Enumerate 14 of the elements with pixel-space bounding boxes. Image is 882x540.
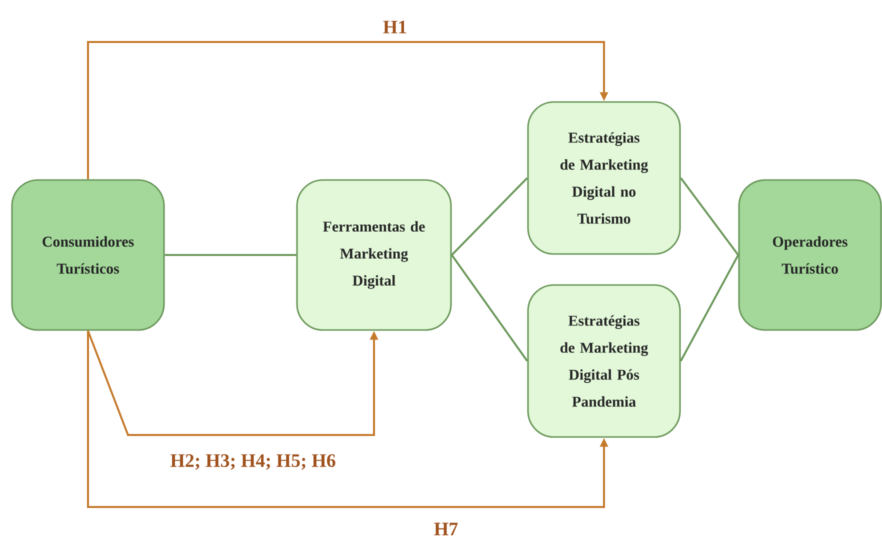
connector-line [451, 254, 528, 362]
rounded-box: Operadores Turístico [738, 179, 882, 331]
edge-label: H2; H3; H4; H5; H6 [169, 453, 337, 471]
arrow [87, 41, 608, 180]
rounded-box: Consumidores Turísticos [11, 179, 165, 331]
connector-line [680, 177, 740, 256]
edge-label: H7 [432, 522, 460, 536]
connector-line [680, 254, 740, 362]
edge-label: H1 [382, 20, 408, 34]
connector-line [164, 254, 296, 256]
rounded-box: Estratégias de Marketing Digital no Turismo [527, 101, 681, 255]
rounded-box: Estratégias de Marketing Digital Pós Pandemia [527, 284, 681, 438]
rounded-box: Ferramentas de Marketing Digital [296, 179, 452, 331]
connector-line [451, 177, 528, 256]
